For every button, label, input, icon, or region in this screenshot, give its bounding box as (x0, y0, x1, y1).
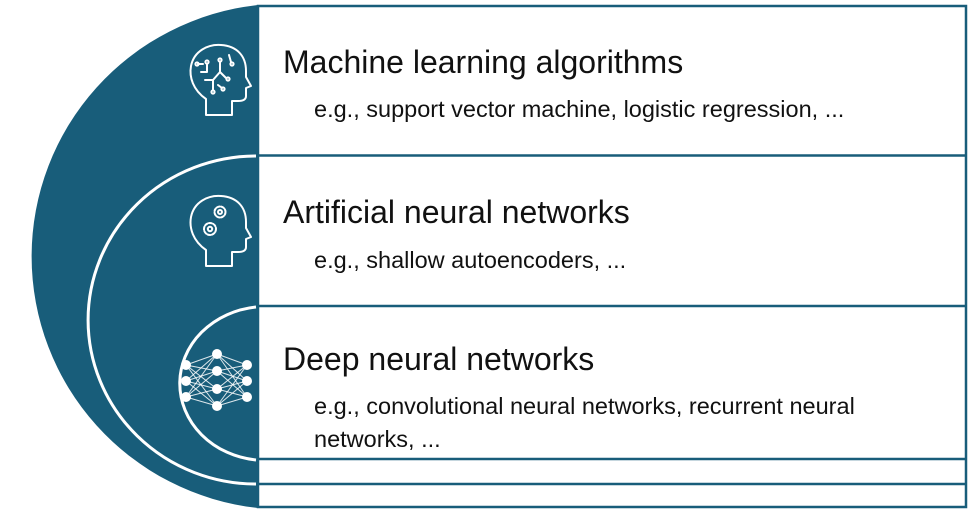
nn-edge (185, 380, 218, 390)
nn-edge (185, 388, 218, 398)
brain-circuit-head-icon (189, 43, 252, 116)
dnn-arc (178, 305, 257, 462)
layer-ann-title: Artificial neural networks (283, 194, 630, 230)
nn-node (212, 366, 222, 376)
dnn-examples-line: e.g., convolutional neural networks, rec… (314, 393, 855, 419)
nn-node (181, 392, 191, 402)
nn-edge (185, 370, 218, 398)
layer-ml-examples: e.g., support vector machine, logistic r… (314, 96, 844, 122)
neural-network-icon (181, 349, 252, 411)
nn-edge (216, 370, 248, 398)
nn-edge (216, 380, 248, 407)
nn-node (212, 349, 222, 359)
nn-node (212, 384, 222, 394)
nn-edge (185, 353, 218, 382)
layer-dnn-title: Deep neural networks (283, 341, 594, 377)
nn-node (212, 401, 222, 411)
nn-edge (216, 364, 248, 407)
nn-node (242, 376, 252, 386)
nn-edge (185, 353, 218, 366)
nn-node (181, 360, 191, 370)
ml-box (256, 4, 968, 509)
nn-node (181, 376, 191, 386)
nn-edge (216, 364, 248, 372)
nn-edge (185, 364, 218, 390)
dnn-examples-line: networks, ... (314, 426, 441, 452)
layer-dnn-examples: e.g., convolutional neural networks, rec… (314, 393, 855, 452)
nn-edge (185, 396, 218, 407)
nn-edge (216, 364, 248, 390)
nn-edge (185, 353, 218, 398)
nn-node (242, 360, 252, 370)
gears-head-icon (189, 194, 252, 267)
nn-edge (216, 353, 248, 366)
ml-outer-half-disc (31, 5, 259, 508)
ann-arc (86, 154, 257, 486)
nn-edge (216, 396, 248, 407)
nn-node (242, 392, 252, 402)
layer-ann-examples: e.g., shallow autoencoders, ... (314, 247, 626, 273)
nn-edge (216, 370, 248, 382)
layer-ml-title: Machine learning algorithms (283, 44, 683, 80)
